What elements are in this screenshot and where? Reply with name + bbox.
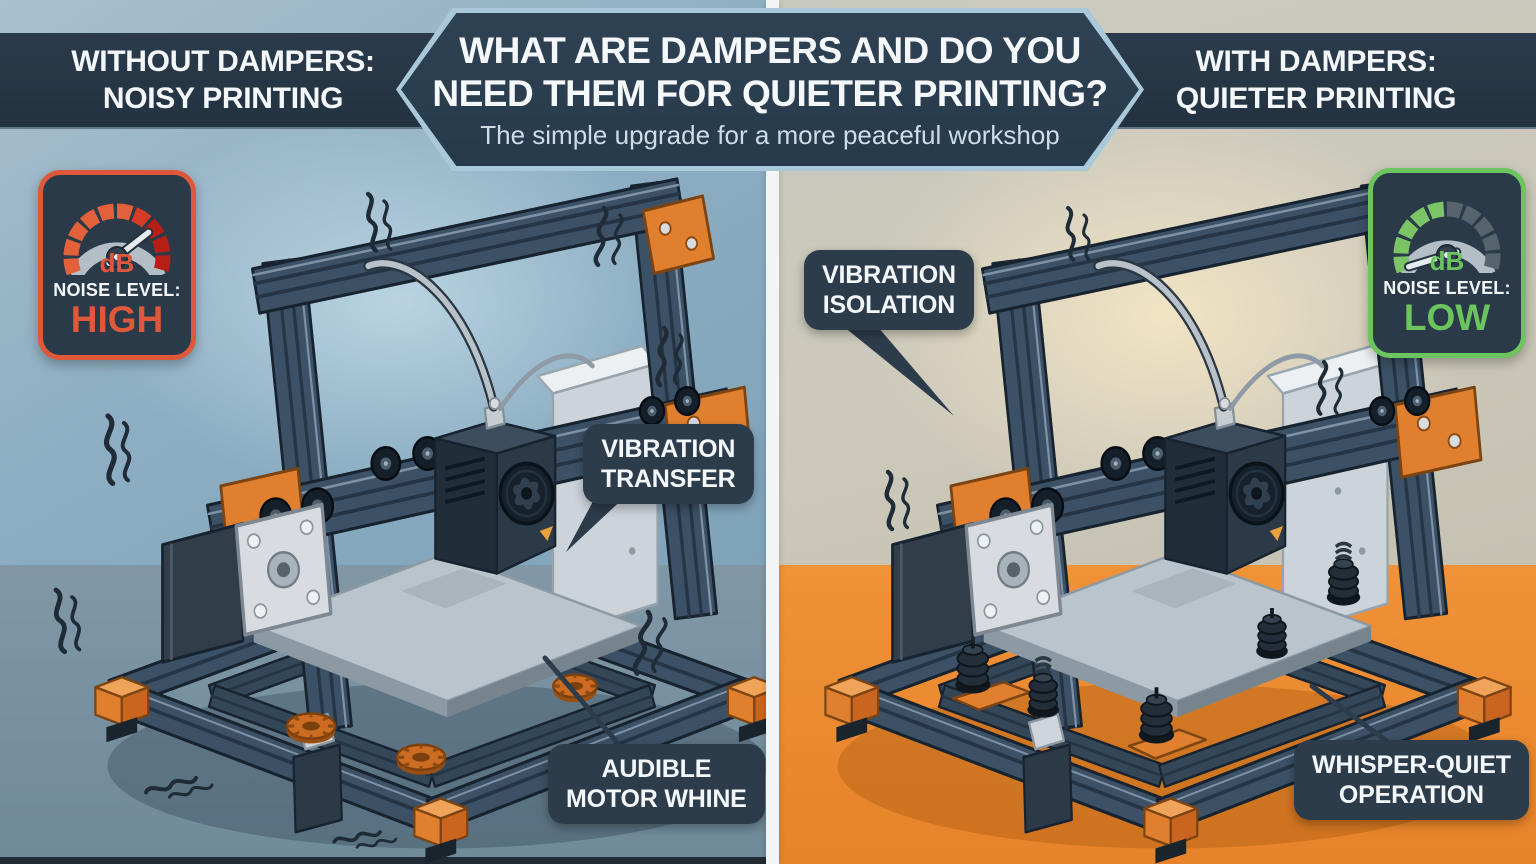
callout-line: VIBRATION — [822, 261, 956, 289]
left-header-line2: NOISY PRINTING — [102, 82, 344, 115]
gauge-dial-high-icon — [50, 175, 184, 280]
db-unit: dB — [99, 248, 135, 278]
callout-line: VIBRATION — [601, 435, 736, 463]
callout-line: AUDIBLE — [601, 755, 712, 783]
callout-line: ISOLATION — [822, 291, 956, 319]
banner-title-line2: NEED THEM FOR QUIETER PRINTING? — [432, 72, 1108, 114]
callout-line: OPERATION — [1338, 781, 1484, 809]
callout-vibration-transfer: VIBRATION TRANSFER — [583, 424, 754, 504]
callout-line: TRANSFER — [601, 465, 736, 493]
banner-subtitle: The simple upgrade for a more peaceful w… — [480, 119, 1060, 150]
noise-level-label: NOISE LEVEL: — [1383, 278, 1511, 298]
left-floor-edge — [0, 857, 768, 864]
noise-level-badge-low: dB NOISE LEVEL: LOW — [1368, 168, 1526, 358]
noise-level-badge-high: dB NOISE LEVEL: HIGH — [38, 170, 196, 360]
panel-divider — [766, 0, 779, 864]
noise-level-value-low: LOW — [1403, 297, 1491, 338]
left-header-line1: WITHOUT DAMPERS: — [71, 45, 375, 78]
right-header-line2: QUIETER PRINTING — [1175, 82, 1457, 115]
callout-line: WHISPER-QUIET — [1312, 751, 1511, 779]
title-banner: WHAT ARE DAMPERS AND DO YOU NEED THEM FO… — [396, 8, 1144, 171]
right-header-line1: WITH DAMPERS: — [1195, 45, 1437, 78]
noise-level-value-high: HIGH — [70, 299, 164, 340]
callout-whisper-quiet-operation: WHISPER-QUIET OPERATION — [1294, 740, 1529, 820]
noise-level-label: NOISE LEVEL: — [53, 280, 181, 300]
callout-audible-motor-whine: AUDIBLE MOTOR WHINE — [548, 744, 765, 824]
right-header: WITH DAMPERS: QUIETER PRINTING — [1096, 33, 1536, 129]
db-unit: dB — [1429, 246, 1465, 276]
title-banner-inner: WHAT ARE DAMPERS AND DO YOU NEED THEM FO… — [401, 13, 1139, 166]
callout-vibration-isolation: VIBRATION ISOLATION — [804, 250, 974, 330]
banner-title-line1: WHAT ARE DAMPERS AND DO YOU — [459, 29, 1081, 71]
left-header: WITHOUT DAMPERS: NOISY PRINTING — [0, 33, 446, 129]
callout-line: MOTOR WHINE — [566, 785, 747, 813]
